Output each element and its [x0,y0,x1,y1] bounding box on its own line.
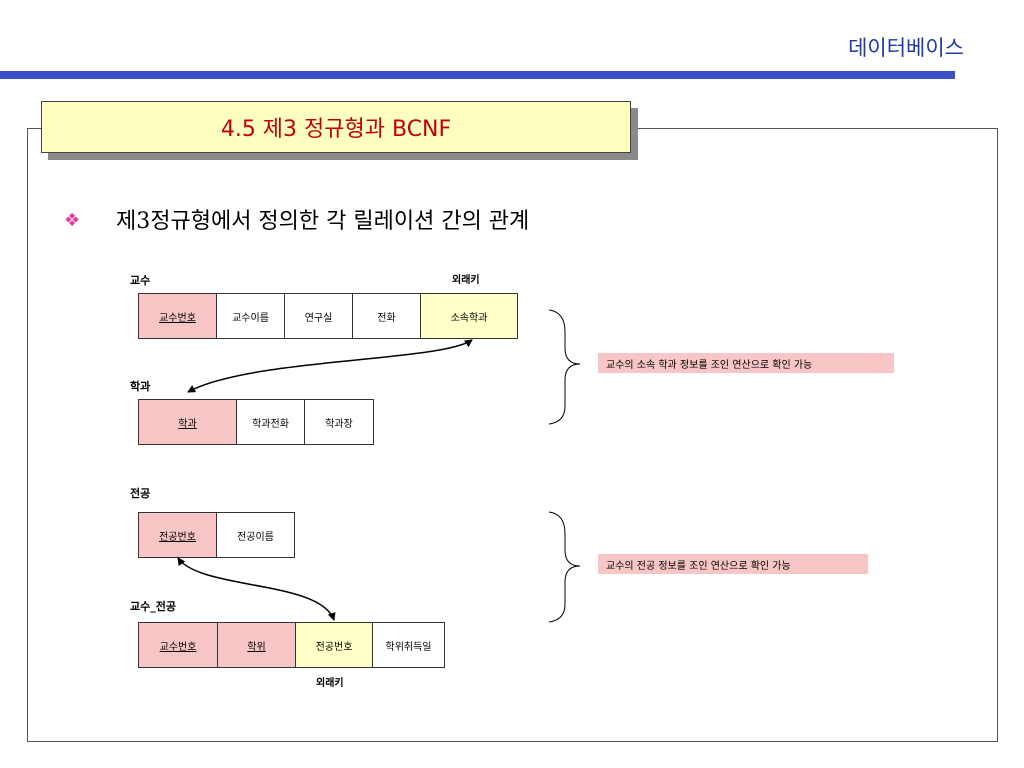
relation-label-prof-major: 교수_전공 [130,600,176,613]
table-department: 학과 학과전화 학과장 [138,399,374,445]
column-prof-major-major-id: 전공번호 [295,622,373,668]
column-professor-id: 교수번호 [138,293,217,339]
brace-diagram2 [548,511,581,623]
column-prof-major-degree-date: 학위취득일 [372,622,445,668]
slide-title: 4.5 제3 정규형과 BCNF [41,101,631,153]
header-bar [0,71,955,79]
note-prof-major: 교수의 전공 정보를 조인 연산으로 확인 가능 [598,554,868,574]
bullet-icon: ❖ [64,210,81,231]
column-department-id: 학과 [138,399,237,445]
column-prof-major-prof-id: 교수번호 [138,622,218,668]
slide-heading: 제3정규형에서 정의한 각 릴레이션 간의 관계 [116,209,530,234]
column-department-head: 학과장 [304,399,374,445]
column-professor-name: 교수이름 [216,293,285,339]
fk-label-prof-major: 외래키 [316,678,344,689]
arrow-major-prof-major [177,557,336,621]
relation-label-professor: 교수 [130,274,151,287]
header-title: 데이터베이스 [848,36,964,60]
table-professor: 교수번호 교수이름 연구실 전화 소속학과 [138,293,518,339]
fk-label-professor: 외래키 [452,275,480,286]
relation-label-department: 학과 [130,380,151,393]
column-professor-dept: 소속학과 [420,293,518,339]
column-professor-lab: 연구실 [284,293,353,339]
table-prof-major: 교수번호 학위 전공번호 학위취득일 [138,622,445,668]
column-professor-phone: 전화 [352,293,421,339]
arrow-professor-department [187,339,473,393]
brace-diagram1 [548,309,581,425]
column-major-name: 전공이름 [216,512,295,558]
relation-label-major: 전공 [130,487,151,500]
note-professor-dept: 교수의 소속 학과 정보를 조인 연산으로 확인 가능 [598,353,894,373]
column-department-phone: 학과전화 [236,399,305,445]
